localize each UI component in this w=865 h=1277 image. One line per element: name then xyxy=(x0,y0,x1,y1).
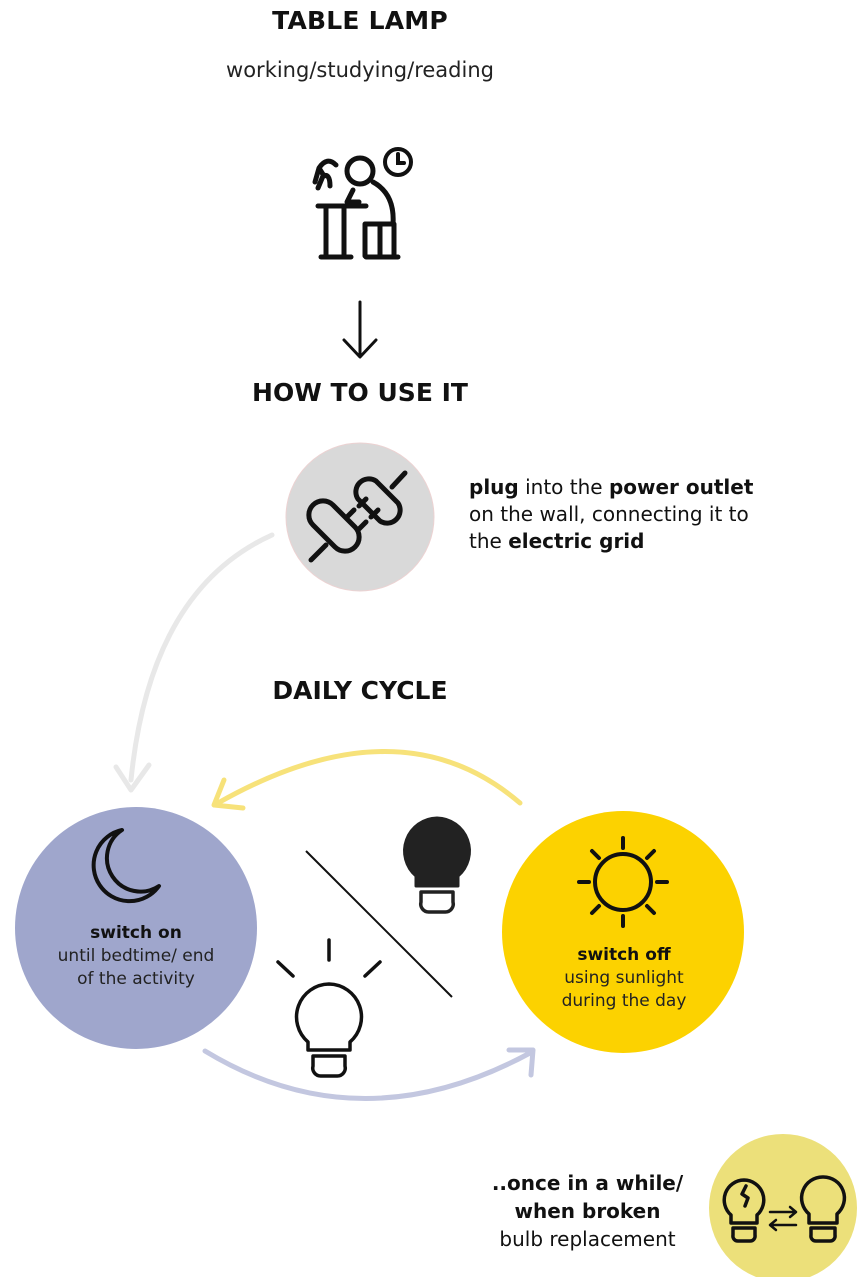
plug-line-2: on the wall, connecting it to xyxy=(469,502,749,526)
moon-icon xyxy=(91,828,161,904)
page-title: TABLE LAMP xyxy=(272,6,448,35)
plug-text-fragment: into the xyxy=(518,475,609,499)
person-at-desk-icon xyxy=(312,155,401,260)
new-bulb-icon xyxy=(799,1175,847,1243)
divider-line xyxy=(305,850,453,998)
plug-line-1: plug into the power outlet xyxy=(469,474,799,501)
cycle-arrow-yellow-head xyxy=(211,777,246,811)
plug-line-3: the electric grid xyxy=(469,528,799,555)
bulb-off-icon xyxy=(403,816,471,914)
switch-on-label: switch on xyxy=(90,923,182,943)
broken-bulb-icon xyxy=(722,1178,766,1243)
replacement-circle xyxy=(709,1134,857,1277)
daily-cycle-heading: DAILY CYCLE xyxy=(272,676,448,705)
connector-arrow-gray-head xyxy=(113,762,152,793)
cycle-arrow-yellow xyxy=(215,749,523,806)
moon-circle xyxy=(15,807,257,1049)
down-arrow-icon xyxy=(342,300,378,359)
sun-icon xyxy=(577,836,669,928)
cycle-arrow-blue-head xyxy=(506,1047,536,1078)
plug-description: plug into the power outlet on the wall, … xyxy=(469,474,799,555)
switch-off-text: switch off using sunlight during the day xyxy=(524,944,724,1013)
maintenance-line-3: bulb replacement xyxy=(499,1227,676,1251)
switch-off-line-2: during the day xyxy=(561,991,687,1011)
switch-off-line-1: using sunlight xyxy=(564,968,684,988)
connector-arrow-gray xyxy=(128,532,275,783)
clock-icon xyxy=(383,147,413,177)
switch-on-line-2: of the activity xyxy=(77,969,195,989)
bulb-on-icon xyxy=(276,938,382,1078)
maintenance-text: ..once in a while/ when broken bulb repl… xyxy=(470,1169,705,1253)
plug-icon xyxy=(306,470,408,563)
switch-off-label: switch off xyxy=(577,945,671,965)
plug-keyword: plug xyxy=(469,475,519,499)
sun-circle xyxy=(502,811,744,1053)
page-subtitle: working/studying/reading xyxy=(226,58,494,82)
swap-arrows-icon xyxy=(768,1205,798,1232)
maintenance-line-2: when broken xyxy=(514,1199,661,1223)
plug-text-fragment: the xyxy=(469,529,509,553)
switch-on-line-1: until bedtime/ end xyxy=(57,946,215,966)
switch-on-text: switch on until bedtime/ end of the acti… xyxy=(36,922,236,991)
electric-grid-keyword: electric grid xyxy=(508,529,645,553)
how-to-use-heading: HOW TO USE IT xyxy=(252,378,468,407)
cycle-arrow-blue xyxy=(202,1048,533,1101)
power-outlet-keyword: power outlet xyxy=(608,475,754,499)
maintenance-line-1: ..once in a while/ xyxy=(491,1171,684,1195)
